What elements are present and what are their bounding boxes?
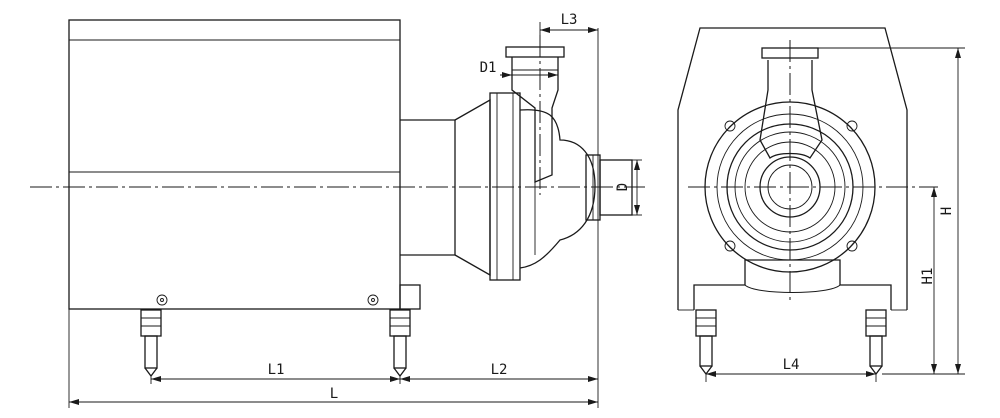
front-leg-left [695,309,717,376]
foot-left [140,294,168,378]
dim-L-label: L [330,386,338,402]
dim-D1-label: D1 [480,60,497,76]
side-view: L L1 L2 L3 D1 D [30,12,645,408]
outlet-flange [505,46,565,58]
dim-L2-label: L2 [491,362,508,378]
base-block [399,284,421,310]
front-outlet-pipe [759,60,823,159]
dim-L3-label: L3 [561,12,578,28]
foot-right [367,294,411,378]
front-leg-right [865,309,887,376]
dim-H-label: H [939,207,955,215]
front-base [693,259,892,310]
dim-L4-label: L4 [783,357,800,373]
front-hood [677,27,908,310]
outlet-pipe [511,57,559,183]
dim-D-label: D [615,183,631,191]
dim-L1-label: L1 [268,362,285,378]
dim-H1-label: H1 [920,268,936,285]
front-view: L4 H H1 [677,27,965,382]
motor-housing [68,19,401,310]
volute-casing [519,109,596,269]
